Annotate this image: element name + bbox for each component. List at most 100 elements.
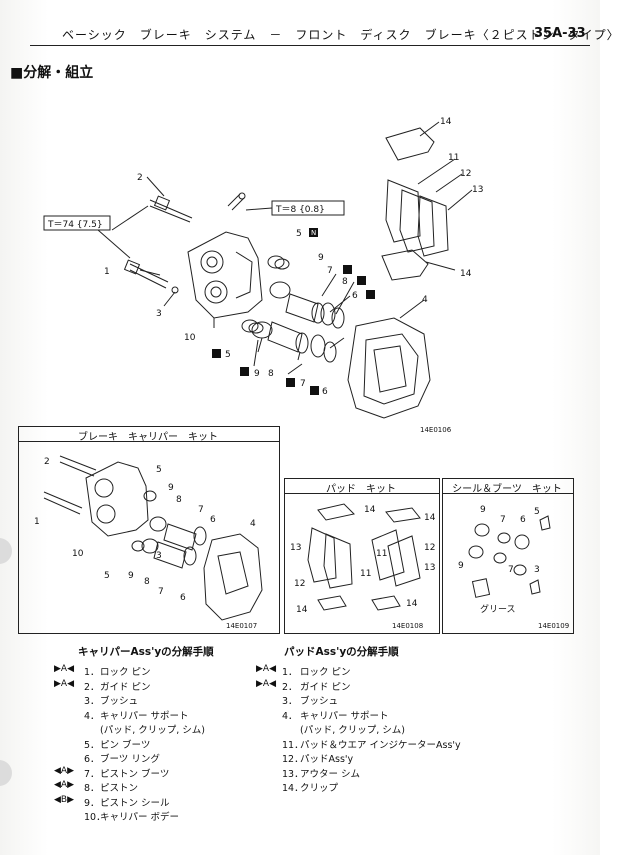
page-header-title: ベーシック ブレーキ システム － フロント ディスク ブレーキ〈２ピストン タ… [62,28,620,42]
callout: 11 [360,569,371,579]
procedure-step-text: クリップ [300,783,339,794]
callout: 11 [448,153,459,163]
callout: 8 [176,495,182,505]
callout: 14 [424,513,436,523]
callout: 13 [424,563,435,573]
procedure-step-text: ロック ピン [100,667,151,678]
procedure-step-text: ガイド ピン [300,681,351,693]
procedure-step-number: 1． [282,667,298,678]
callout: 5 [296,229,302,239]
procedure-step-text: (パッド, クリップ, シム) [100,725,205,736]
callout: 12 [294,579,305,589]
caliper-list-title: キャリパーAss'yの分解手順 [78,646,214,658]
procedure-step-text: ピストン [100,783,139,794]
torque-label-1: T＝74 {7.5} [47,220,103,230]
procedure-step-text: ブーツ リング [100,754,160,765]
page-background [0,0,600,855]
callout: 6 [322,387,328,397]
procedure-mark: ▶A◀ [256,678,276,689]
procedure-step-text: キャリパー ボデー [100,812,180,823]
seal-kit-title: シール＆ブーツ キット [452,484,562,495]
procedure-step-number: 7． [84,768,100,780]
callout: 4 [422,295,428,305]
procedure-step-text: パッド＆ウエア インジケーターAss'y [300,739,461,751]
procedure-step-number: 2． [282,681,298,693]
procedure-step-number: 6． [84,754,100,765]
procedure-step-text: ピン ブーツ [100,739,151,751]
callout: 8 [144,577,150,587]
main-exploded-diagram: T＝74 {7.5} T＝8 {0.8} 2 1 3 10 5 9 7 8 6 … [43,117,483,434]
callout: 10 [72,549,84,559]
binder-hole [0,538,12,564]
callout: 9 [168,483,174,493]
caliper-kit-header [18,426,280,442]
procedure-mark: ◀A▶ [54,780,74,790]
procedure-step-text: キャリパー サポート [100,710,189,722]
callout: 5 [104,571,110,581]
callout: 13 [472,185,483,195]
callout: 9 [480,505,486,515]
callout: 7 [508,565,514,575]
callout: 14 [296,605,308,615]
callout: 6 [352,291,358,301]
callout: 9 [128,571,134,581]
figure-code-kit1: 14E0107 [226,622,257,630]
procedure-mark: ▶A◀ [54,664,74,674]
procedure-step-text: ブッシュ [100,696,139,707]
procedure-step-text: (パッド, クリップ, シム) [300,725,405,736]
procedure-step-number: 10． [84,812,106,823]
callout: 14 [364,505,376,515]
callout: 8 [268,369,274,379]
procedure-step-text: ガイド ピン [100,681,151,693]
callout: 5 [156,465,162,475]
callout: 2 [44,457,50,467]
callout: 1 [104,267,110,277]
procedure-step-number: 3． [84,696,100,707]
procedure-step-number: 1． [84,667,100,678]
callout: 14 [460,269,472,279]
callout: 9 [458,561,464,571]
procedure-step-number: 4． [282,710,298,722]
seal-kit-header [442,478,574,494]
callout: 7 [327,266,333,276]
header-rule [30,45,590,46]
pad-kit-header [284,478,440,494]
procedure-step-text: ロック ピン [300,667,351,678]
procedure-step-text: ピストン ブーツ [100,768,170,780]
callout: 7 [300,379,306,389]
procedure-step-number: 5． [84,739,100,751]
torque-label-2: T＝8 {0.8} [275,205,325,215]
caliper-body-part [187,231,263,319]
callout: 4 [250,519,256,529]
callout: 6 [520,515,526,525]
callout: 9 [254,369,260,379]
pad-kit-title: パッド キット [326,484,396,495]
kit-diagrams: 2 1 10 5 9 8 7 6 4 5 9 8 7 6 3 14E0107 1… [34,455,569,630]
procedure-step-number: 9． [84,797,100,809]
callout: 5 [225,350,231,360]
callout: 9 [318,253,324,263]
callout: 2 [137,173,143,183]
procedure-mark: ▶A◀ [54,678,74,689]
procedure-step-number: 2． [84,681,100,693]
procedure-step-text: パッドAss'y [300,754,354,765]
procedure-step-text: ピストン シール [100,797,170,809]
page-code: 35A-33 [534,26,586,41]
procedure-step-number: 13． [282,768,304,780]
figure-code-main: 14E0106 [420,426,452,434]
figure-code-kit2: 14E0108 [392,622,423,630]
procedure-step-number: 3． [282,696,298,707]
callout: 3 [156,551,162,561]
procedure-step-number: 14． [282,783,304,794]
pad-list-title: パッドAss'yの分解手順 [284,646,399,658]
callout: 1 [34,517,40,527]
procedure-mark: ▶A◀ [256,664,276,674]
procedure-mark: ◀A▶ [54,765,74,776]
grease-label: グリース [480,603,516,615]
callout: 7 [500,515,506,525]
callout: 10 [184,333,196,343]
callout: 3 [534,565,540,575]
procedure-step-number: 4． [84,710,100,722]
callout: 6 [180,593,186,603]
callout: 3 [156,309,162,319]
